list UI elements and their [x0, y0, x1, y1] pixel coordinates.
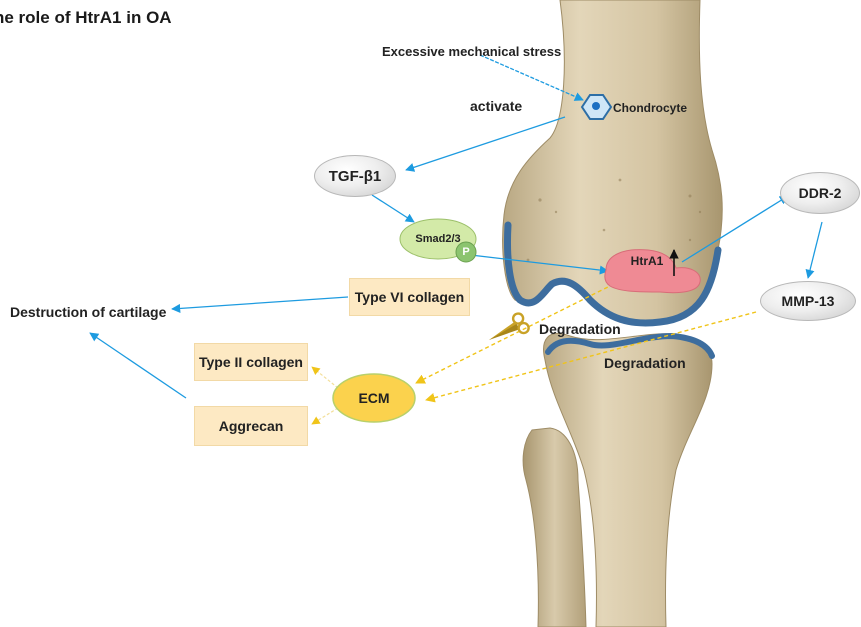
diagram-title: he role of HtrA1 in OA	[0, 8, 172, 28]
arrow-lower-to-destruction	[90, 333, 186, 398]
type-ii-collagen-box: Type II collagen	[194, 343, 308, 381]
degradation-label-1: Degradation	[539, 321, 621, 337]
activate-label: activate	[470, 98, 522, 114]
tgf-beta1-node: TGF-β1	[314, 155, 396, 197]
stress-label: Excessive mechanical stress	[382, 44, 561, 59]
arrow-ecm-to-type-ii	[312, 367, 338, 388]
type-vi-collagen-box: Type VI collagen	[349, 278, 470, 316]
arrow-tgf-to-smad	[372, 195, 414, 222]
htra1-label: HtrA1	[622, 252, 672, 270]
smad-label: Smad2/3	[410, 229, 466, 249]
aggrecan-box: Aggrecan	[194, 406, 308, 446]
destruction-label: Destruction of cartilage	[10, 304, 166, 320]
mmp13-node: MMP-13	[760, 281, 856, 321]
fibula-bone	[523, 428, 586, 627]
arrow-ecm-to-aggrecan	[312, 408, 338, 424]
arrow-typevi-to-destruction	[172, 297, 348, 309]
degradation-label-2: Degradation	[604, 355, 686, 371]
ddr2-node: DDR-2	[780, 172, 860, 214]
phospho-label: P	[458, 244, 474, 260]
ecm-label: ECM	[340, 386, 408, 410]
arrow-ddr2-to-mmp13	[808, 222, 822, 278]
chondrocyte-label: Chondrocyte	[613, 101, 687, 115]
